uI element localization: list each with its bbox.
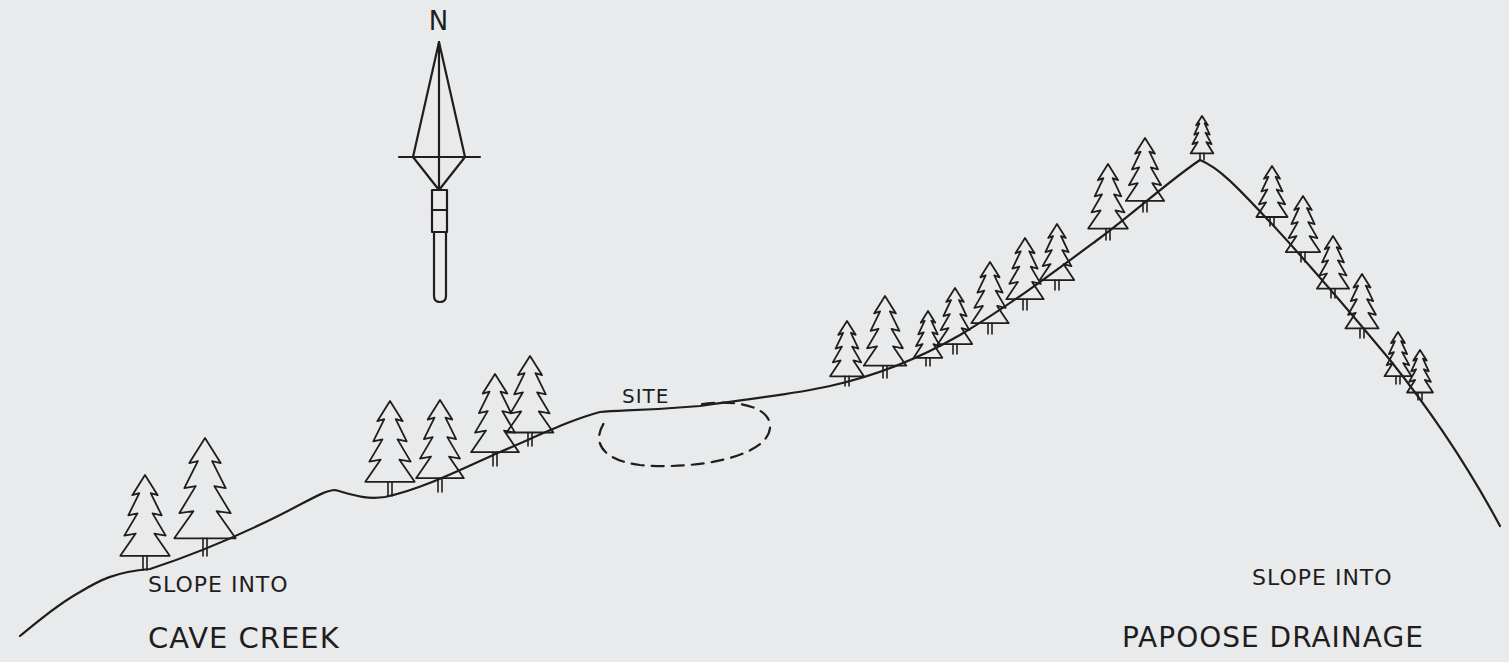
tree-crown	[971, 262, 1008, 323]
tree-crown	[507, 356, 554, 433]
tree-crown	[1006, 238, 1043, 299]
site-boundary	[599, 403, 770, 466]
tree-trunk	[883, 366, 887, 378]
tree-trunk	[1055, 280, 1059, 290]
tree-trunk	[988, 323, 992, 334]
tree-trunk	[493, 452, 497, 466]
tree-crown	[1040, 224, 1074, 280]
slope-label: SLOPE INTO	[148, 574, 289, 596]
tree-crown	[1088, 164, 1128, 229]
tree-trunk	[1270, 217, 1274, 226]
tree-trunk	[528, 433, 532, 447]
trees	[120, 116, 1433, 570]
north-label: N	[429, 8, 449, 34]
tree-trunk	[1106, 229, 1110, 240]
creek-label: CAVE CREEK	[148, 624, 340, 653]
tree-trunk	[1200, 153, 1204, 160]
tree-crown	[1345, 274, 1378, 328]
tree-crown	[830, 321, 864, 376]
tree-trunk	[1331, 289, 1335, 298]
tree-crown	[416, 400, 464, 478]
tree-crown	[1286, 196, 1320, 252]
tree-crown	[1317, 236, 1349, 289]
tree-trunk	[953, 344, 957, 354]
tree-crown	[120, 475, 169, 556]
tree-crown	[1126, 138, 1164, 201]
slope-label: SLOPE INTO	[1252, 567, 1393, 589]
tree-trunk	[1301, 252, 1305, 262]
site-label: SITE	[622, 386, 669, 406]
tree-crown	[1191, 116, 1214, 153]
tree-crown	[174, 438, 235, 538]
tree-crown	[914, 311, 943, 358]
tree-crown	[1256, 166, 1287, 217]
tree-trunk	[1396, 376, 1400, 384]
tree-trunk	[926, 358, 930, 366]
ground-profile	[20, 160, 1500, 636]
tree-trunk	[1418, 393, 1422, 401]
tree-trunk	[1143, 201, 1147, 212]
north-arrow	[399, 42, 480, 302]
tree-crown	[1407, 350, 1433, 393]
tree-crown	[1385, 332, 1412, 376]
tree-trunk	[203, 538, 207, 556]
tree-crown	[365, 401, 414, 482]
tree-crown	[864, 296, 907, 366]
tree-trunk	[1360, 328, 1364, 338]
tree-trunk	[388, 482, 392, 496]
tree-trunk	[1023, 299, 1027, 310]
tree-trunk	[438, 478, 442, 492]
tree-trunk	[143, 556, 147, 570]
drainage-label: PAPOOSE DRAINAGE	[1122, 624, 1424, 652]
tree-crown	[938, 288, 972, 344]
tree-trunk	[845, 376, 849, 386]
